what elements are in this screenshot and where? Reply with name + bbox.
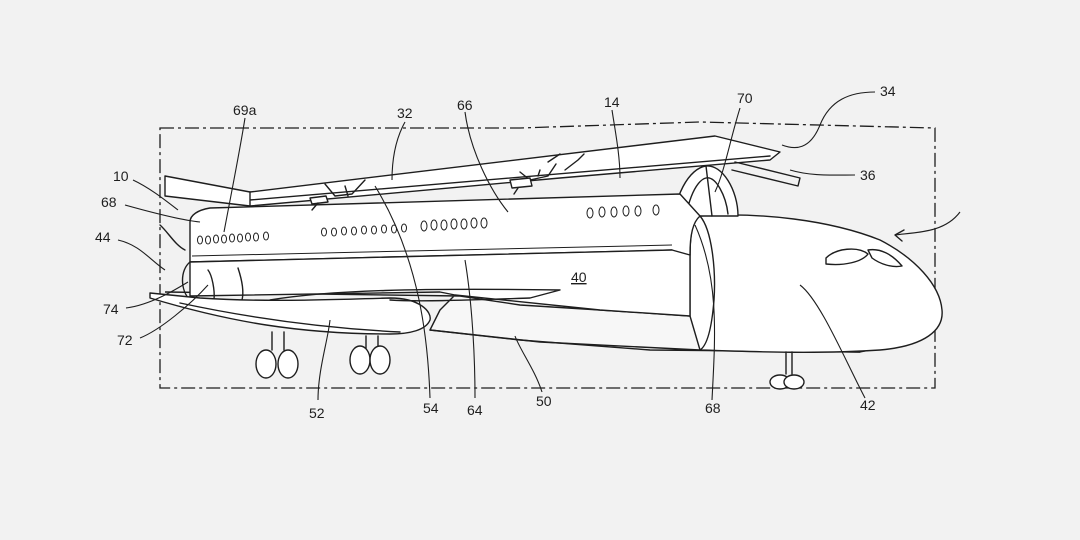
ref-label-68-rear: 68 bbox=[101, 194, 117, 210]
porthole-row-middle bbox=[321, 223, 407, 237]
ref-label-14: 14 bbox=[604, 94, 620, 110]
nose-landing-gear bbox=[769, 351, 805, 390]
porthole-row-front bbox=[420, 217, 488, 232]
main-landing-gear-right bbox=[349, 335, 391, 375]
interface-frame-post bbox=[705, 165, 713, 217]
ref-label-74: 74 bbox=[103, 301, 119, 317]
ref-label-34: 34 bbox=[880, 83, 896, 99]
cabin-module-body bbox=[189, 193, 701, 265]
ref-label-10: 10 bbox=[113, 168, 129, 184]
cockpit-window-right bbox=[867, 248, 903, 268]
fuselage-lower-tube bbox=[189, 249, 691, 317]
upper-carrier-beam bbox=[731, 161, 801, 187]
attachment-device-rear bbox=[309, 179, 366, 211]
cockpit-window-left bbox=[825, 248, 869, 266]
wing-flap-line bbox=[179, 302, 401, 333]
ref-label-66: 66 bbox=[457, 97, 473, 113]
ref-label-42: 42 bbox=[860, 397, 876, 413]
ref-label-70: 70 bbox=[737, 90, 753, 106]
nose-section-frame bbox=[699, 215, 716, 351]
porthole-row-rear bbox=[197, 231, 269, 245]
direction-arrow bbox=[894, 229, 905, 242]
upper-carrier-wing bbox=[164, 135, 781, 207]
wing-root-fairing bbox=[269, 288, 561, 302]
ref-label-36: 36 bbox=[860, 167, 876, 183]
ref-label-32: 32 bbox=[397, 105, 413, 121]
main-landing-gear-left bbox=[255, 331, 299, 379]
ref-label-72: 72 bbox=[117, 332, 133, 348]
ref-label-44: 44 bbox=[95, 229, 111, 245]
tube-rear-opening bbox=[181, 261, 191, 301]
ref-label-50: 50 bbox=[536, 393, 552, 409]
upper-carrier-edge bbox=[249, 155, 771, 207]
nose-section bbox=[689, 214, 943, 354]
attachment-device-front bbox=[509, 153, 585, 195]
tube-front-frame bbox=[207, 267, 244, 301]
porthole-row-forward bbox=[586, 204, 660, 219]
ref-label-54: 54 bbox=[423, 400, 439, 416]
main-wing bbox=[149, 292, 431, 335]
leader-lines bbox=[117, 91, 961, 401]
cabin-module-rail bbox=[191, 244, 673, 257]
ref-label-69a: 69a bbox=[233, 102, 257, 118]
ref-label-52: 52 bbox=[309, 405, 325, 421]
ref-label-68-front: 68 bbox=[705, 400, 721, 416]
module-boundary-outline bbox=[159, 121, 936, 389]
ref-label-64: 64 bbox=[467, 402, 483, 418]
ref-label-40: 40 bbox=[571, 269, 587, 285]
